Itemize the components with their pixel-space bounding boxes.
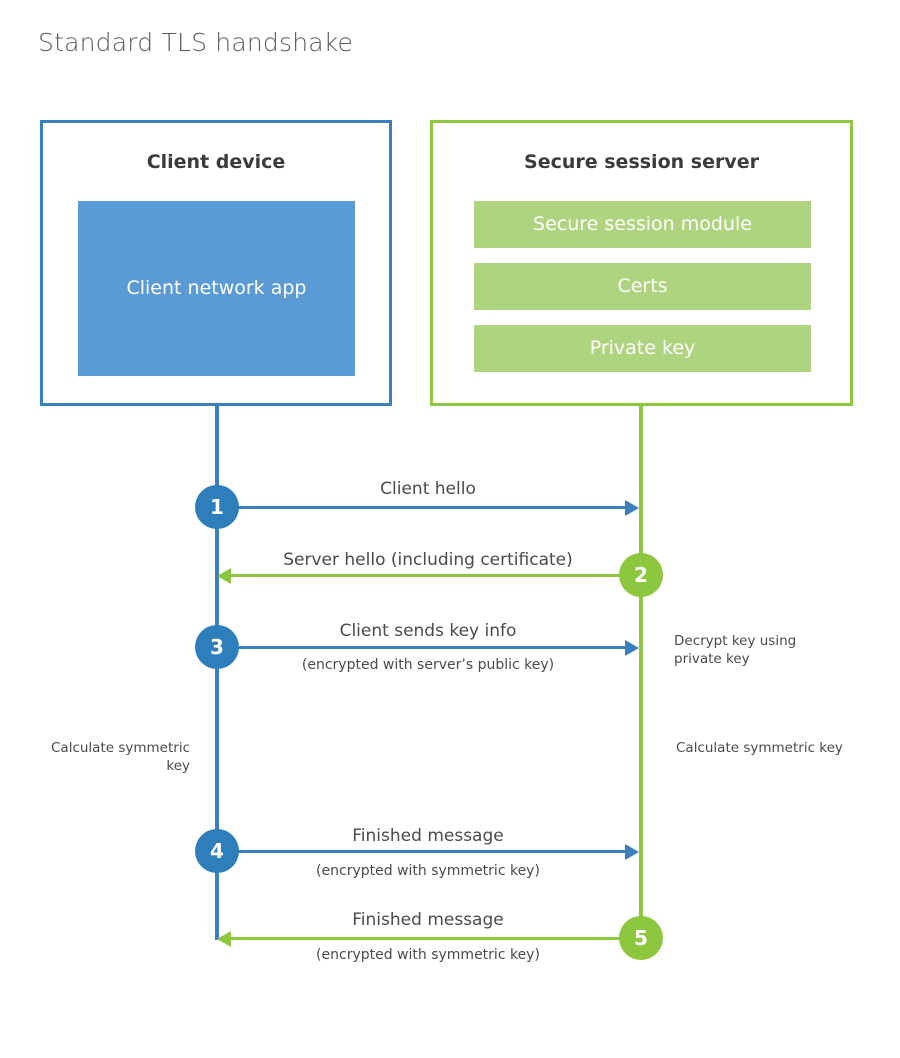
step-1-circle[interactable]: 1 bbox=[195, 485, 239, 529]
step-5-label: Finished message bbox=[352, 910, 504, 930]
client-device-title: Client device bbox=[146, 151, 286, 173]
step-2-circle[interactable]: 2 bbox=[619, 553, 663, 597]
certs-block: Certs bbox=[474, 263, 811, 310]
step-4-sublabel: (encrypted with symmetric key) bbox=[316, 863, 540, 879]
step-3-circle[interactable]: 3 bbox=[195, 625, 239, 669]
step-2-arrow-line bbox=[231, 574, 625, 577]
step-4-arrow-line bbox=[217, 850, 625, 853]
client-calculate-symmetric-key-note: Calculate symmetric key bbox=[51, 740, 190, 775]
step-5-circle[interactable]: 5 bbox=[619, 916, 663, 960]
step-1-arrow-head-icon bbox=[625, 499, 639, 516]
step-3-label: Client sends key info bbox=[339, 621, 517, 641]
step-5-sublabel: (encrypted with symmetric key) bbox=[316, 947, 540, 963]
step-3-sublabel: (encrypted with server’s public key) bbox=[301, 657, 555, 673]
step-2-label: Server hello (including certificate) bbox=[283, 550, 573, 570]
client-lifeline bbox=[215, 404, 219, 940]
secure-session-server-box: Secure session server Secure session mod… bbox=[430, 120, 853, 406]
server-calculate-symmetric-key-note: Calculate symmetric key bbox=[676, 740, 843, 756]
step-4-arrow-head-icon bbox=[625, 843, 639, 860]
secure-session-module-block: Secure session module bbox=[474, 201, 811, 248]
step-4-label: Finished message bbox=[352, 826, 504, 846]
decrypt-key-note: Decrypt key using private key bbox=[674, 633, 797, 668]
client-device-box: Client device Client network app bbox=[40, 120, 392, 406]
step-2-arrow-head-icon bbox=[217, 567, 231, 584]
step-1-arrow-line bbox=[217, 506, 625, 509]
secure-session-server-title: Secure session server bbox=[524, 151, 759, 173]
page-title: Standard TLS handshake bbox=[38, 28, 354, 57]
step-5-arrow-line bbox=[231, 937, 625, 940]
step-3-arrow-line bbox=[217, 646, 625, 649]
step-3-arrow-head-icon bbox=[625, 639, 639, 656]
step-5-arrow-head-icon bbox=[217, 930, 231, 947]
server-lifeline bbox=[639, 404, 643, 940]
client-network-app-block: Client network app bbox=[78, 201, 355, 376]
step-1-label: Client hello bbox=[380, 479, 476, 499]
private-key-block: Private key bbox=[474, 325, 811, 372]
step-4-circle[interactable]: 4 bbox=[195, 829, 239, 873]
